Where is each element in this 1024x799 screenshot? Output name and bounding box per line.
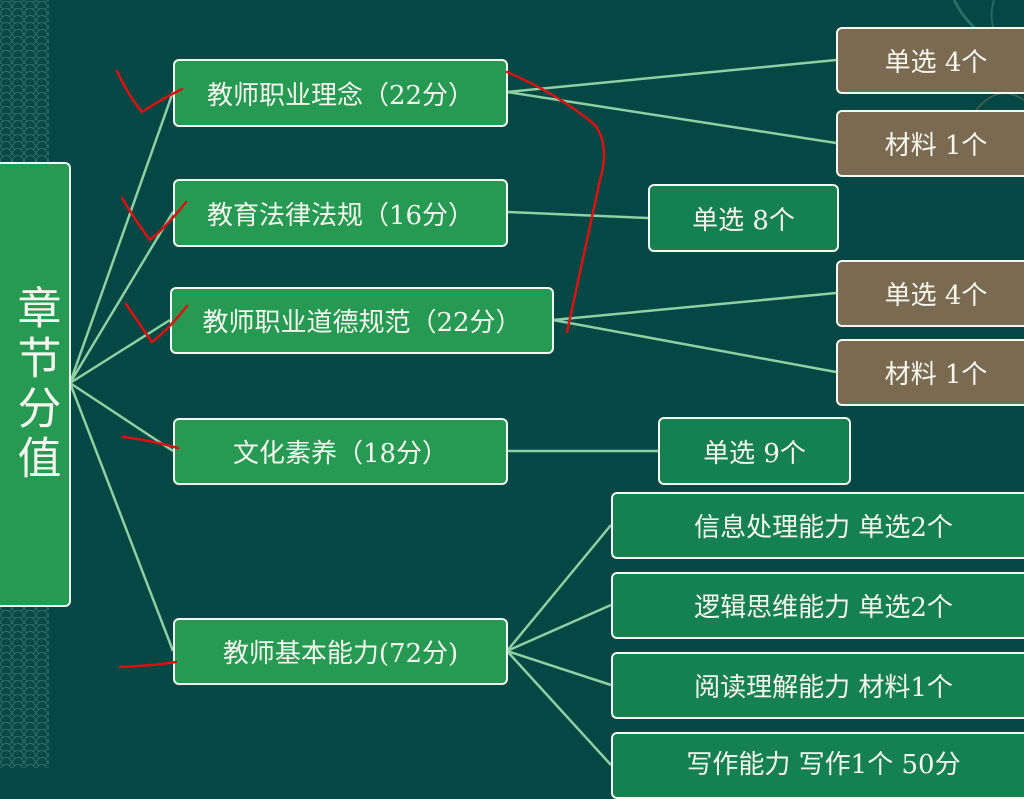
leaf-label: 信息处理能力 单选2个 — [694, 513, 953, 543]
leaf-label: 材料 1个 — [884, 131, 988, 161]
chapter-node-cultural-literacy[interactable]: 文化素养（18分） — [173, 418, 508, 485]
leaf-label: 逻辑思维能力 单选2个 — [694, 593, 953, 623]
chapter-node-teacher-philosophy[interactable]: 教师职业理念（22分） — [173, 59, 508, 127]
chapter-label: 教育法律法规（16分） — [206, 200, 475, 231]
root-label: 章节分值 — [9, 284, 61, 485]
leaf-label: 阅读理解能力 材料1个 — [694, 673, 953, 703]
leaf-label: 单选 9个 — [703, 438, 806, 469]
leaf-node-material[interactable]: 材料 1个 — [836, 110, 1024, 177]
chapter-label: 教师职业道德规范（22分） — [202, 308, 522, 338]
leaf-node-logical-thinking[interactable]: 逻辑思维能力 单选2个 — [611, 572, 1024, 639]
leaf-node-info-processing[interactable]: 信息处理能力 单选2个 — [611, 492, 1024, 559]
leaf-node-single-choice[interactable]: 单选 8个 — [648, 184, 839, 252]
chapter-node-education-law[interactable]: 教育法律法规（16分） — [173, 179, 508, 247]
leaf-node-single-choice[interactable]: 单选 4个 — [836, 27, 1024, 94]
leaf-label: 写作能力 写作1个 50分 — [686, 750, 961, 780]
root-node[interactable]: 章节分值 — [0, 162, 71, 607]
leaf-label: 单选 4个 — [884, 281, 988, 311]
leaf-label: 材料 1个 — [884, 360, 988, 390]
leaf-node-single-choice[interactable]: 单选 4个 — [836, 260, 1024, 327]
chapter-label: 教师职业理念（22分） — [206, 80, 475, 111]
chapter-node-professional-ethics[interactable]: 教师职业道德规范（22分） — [170, 287, 554, 354]
chapter-label: 教师基本能力(72分) — [222, 639, 459, 669]
leaf-label: 单选 4个 — [884, 48, 988, 78]
leaf-node-reading-comprehension[interactable]: 阅读理解能力 材料1个 — [611, 652, 1024, 719]
leaf-label: 单选 8个 — [692, 205, 795, 236]
leaf-node-material[interactable]: 材料 1个 — [836, 339, 1024, 406]
leaf-node-single-choice[interactable]: 单选 9个 — [658, 417, 851, 485]
leaf-node-writing[interactable]: 写作能力 写作1个 50分 — [611, 732, 1024, 799]
chapter-node-basic-ability[interactable]: 教师基本能力(72分) — [173, 618, 508, 685]
chapter-label: 文化素养（18分） — [232, 439, 449, 469]
